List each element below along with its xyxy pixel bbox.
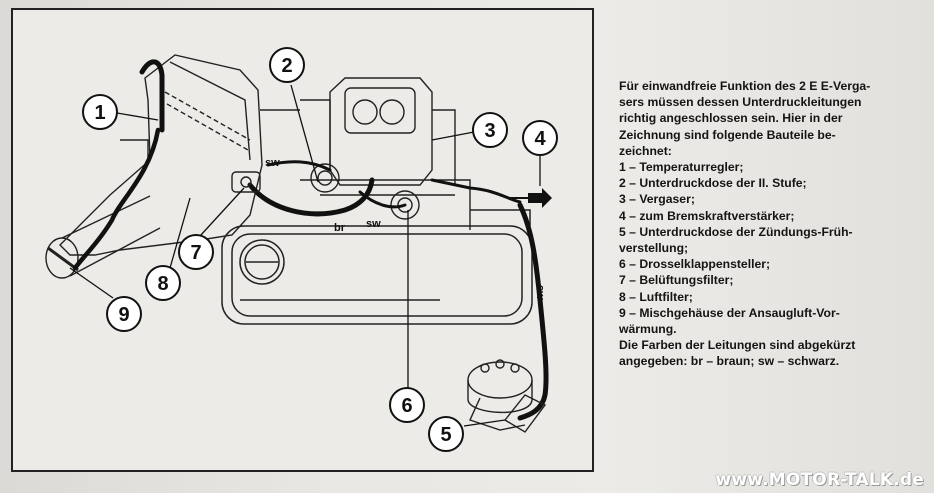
air-filter-housing xyxy=(59,54,300,256)
callout-6: 6 xyxy=(389,387,425,423)
caption-outro-line: Die Farben der Leitungen sind abgekürzt xyxy=(619,338,856,353)
caption-intro-line: richtig angeschlossen sein. Hier in der xyxy=(619,111,843,126)
caption-intro-line: sers müssen dessen Unterdruckleitungen xyxy=(619,95,862,110)
valve-cover xyxy=(221,209,533,325)
caption-list-item: 5 – Unterdruckdose der Zündungs-Früh- xyxy=(619,224,853,239)
caption-list-item: 1 – Temperaturregler; xyxy=(619,160,744,175)
callout-1: 1 xyxy=(82,94,118,130)
callout-5: 5 xyxy=(428,416,464,452)
callout-number: 3 xyxy=(484,120,495,142)
caption-intro-line: Für einwandfreie Funktion des 2 E E-Verg… xyxy=(619,79,871,93)
caption-list-item: 8 – Luftfilter; xyxy=(619,289,693,304)
distributor xyxy=(467,359,547,433)
callout-number: 8 xyxy=(157,273,168,295)
hose-label-sw: sw xyxy=(366,218,381,230)
caption-list-item: 6 – Drosselklappensteller; xyxy=(619,257,771,272)
callout-number: 4 xyxy=(534,128,546,150)
engine-vacuum-diagram: 1 2 3 4 5 6 7 8 9 sw br sw sw xyxy=(45,47,558,452)
caption-list-item: 9 – Mischgehäuse der Ansaugluft-Vor- xyxy=(619,305,840,320)
callout-number: 5 xyxy=(440,424,451,446)
callout-number: 1 xyxy=(94,102,105,124)
callout-number: 2 xyxy=(281,55,292,77)
callout-number: 9 xyxy=(118,304,129,326)
caption-list-item: 2 – Unterdruckdose der II. Stufe; xyxy=(619,176,807,191)
caption-intro-line: zeichnet: xyxy=(619,143,672,158)
callout-number: 7 xyxy=(190,242,201,264)
callout-8: 8 xyxy=(145,265,181,301)
leader-lines xyxy=(69,84,541,427)
carburetor xyxy=(300,77,471,230)
mixing-housing xyxy=(45,195,161,279)
arrow-to-brake-booster xyxy=(528,188,552,208)
callout-4: 4 xyxy=(522,120,558,156)
caption-list-item: 7 – Belüftungsfilter; xyxy=(619,273,734,288)
diagram-frame xyxy=(11,8,594,472)
caption-text: Für einwandfreie Funktion des 2 E E-Verg… xyxy=(619,78,919,370)
caption-list-item: verstellung; xyxy=(619,241,689,256)
caption-list-item: 3 – Vergaser; xyxy=(619,192,695,207)
callout-7: 7 xyxy=(178,234,214,270)
caption-intro-line: Zeichnung sind folgende Bauteile be- xyxy=(619,127,836,142)
vacuum-hoses xyxy=(72,59,549,421)
hose-label-br: br xyxy=(334,222,346,234)
callout-2: 2 xyxy=(269,47,305,83)
hose-label-sw: sw xyxy=(534,285,546,300)
caption-list-item: 4 – zum Bremskraftverstärker; xyxy=(619,208,795,223)
hose-label-sw: sw xyxy=(265,157,280,169)
caption-outro-line: angegeben: br – braun; sw – schwarz. xyxy=(619,354,840,369)
caption-list-item: wärmung. xyxy=(619,322,677,337)
ventilation-filter xyxy=(231,171,261,193)
callout-3: 3 xyxy=(472,112,508,148)
callout-number: 6 xyxy=(401,395,412,417)
watermark: www.MOTOR-TALK.de xyxy=(715,470,924,490)
callout-9: 9 xyxy=(106,296,142,332)
